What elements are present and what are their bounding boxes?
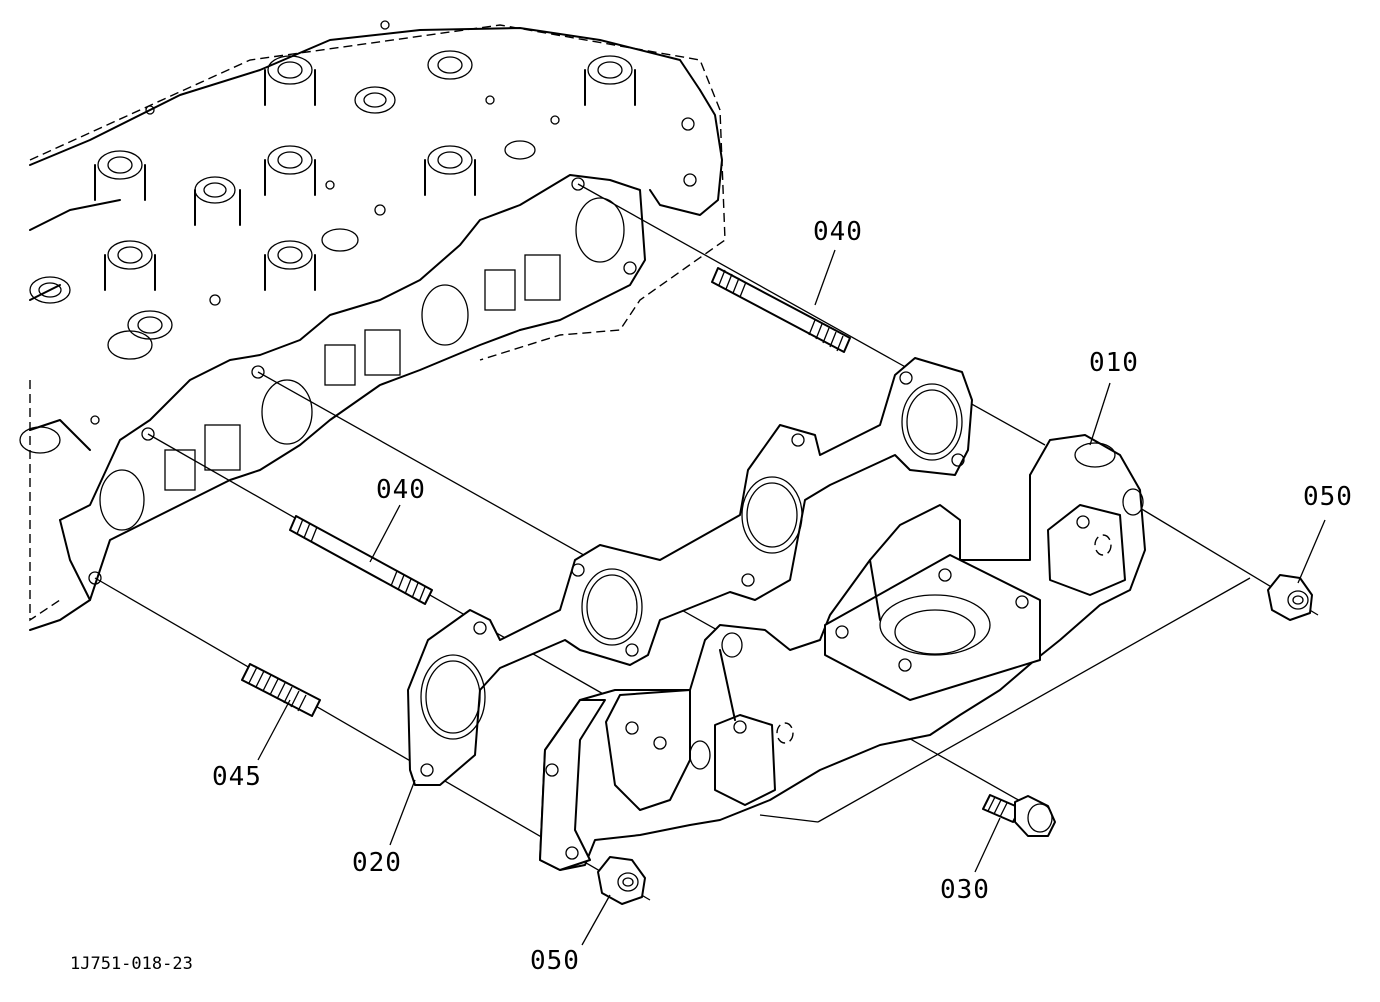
label-part-050-bottom: 050 [530,946,580,976]
exhaust-manifold-010 [539,434,1146,871]
label-part-020: 020 [352,848,402,878]
label-part-040-middle: 040 [376,475,426,505]
cylinder-head [19,20,726,631]
label-part-050-right: 050 [1303,482,1353,512]
stud-040-top [711,267,851,353]
nut-050-bottom [597,856,646,905]
gasket-020 [407,357,973,786]
label-part-045: 045 [212,762,262,792]
bolt-030 [982,794,1056,837]
stud-040-middle [289,515,433,605]
label-part-040-top: 040 [813,217,863,247]
stud-045 [241,663,321,717]
drawing-code: 1J751-018-23 [70,954,193,974]
nut-050-right [1267,574,1313,621]
callout-leaders [257,249,1326,946]
label-part-030: 030 [940,875,990,905]
label-part-010: 010 [1089,348,1139,378]
